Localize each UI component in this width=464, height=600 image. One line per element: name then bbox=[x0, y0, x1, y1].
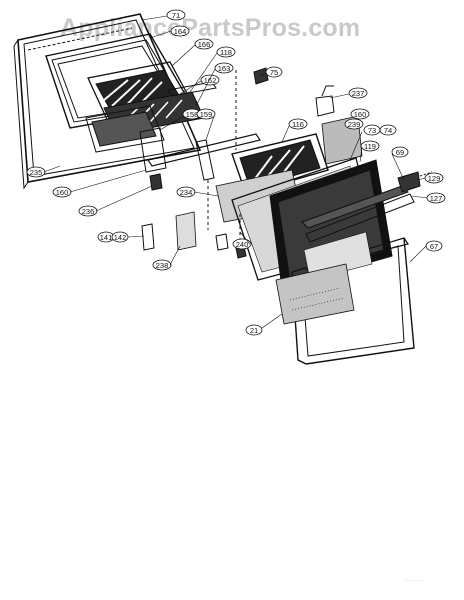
svg-text:160: 160 bbox=[354, 110, 367, 119]
callout-71: 71 bbox=[166, 9, 186, 21]
svg-text:119: 119 bbox=[364, 142, 376, 151]
svg-text:163: 163 bbox=[218, 64, 231, 73]
svg-text:118: 118 bbox=[220, 48, 232, 57]
svg-text:239: 239 bbox=[348, 120, 361, 129]
svg-text:235: 235 bbox=[30, 168, 43, 177]
svg-text:162: 162 bbox=[204, 76, 217, 85]
callout-142: 142 bbox=[111, 231, 129, 243]
svg-text:236: 236 bbox=[82, 207, 95, 216]
callout-67: 67 bbox=[425, 240, 443, 252]
callout-163: 163 bbox=[214, 62, 234, 74]
svg-text:238: 238 bbox=[156, 261, 169, 270]
svg-text:240: 240 bbox=[236, 240, 249, 249]
hinge-bracket bbox=[235, 67, 335, 150]
svg-text:142: 142 bbox=[114, 233, 127, 242]
callout-75: 75 bbox=[265, 66, 283, 78]
svg-text:160: 160 bbox=[56, 188, 69, 197]
callout-69: 69 bbox=[391, 146, 409, 158]
callout-21: 21 bbox=[245, 324, 263, 336]
callout-129: 129 bbox=[424, 172, 444, 184]
diagram-footnote: · · · · · · · · bbox=[404, 578, 423, 583]
callout-118: 118 bbox=[216, 46, 236, 58]
callout-238: 238 bbox=[152, 259, 172, 271]
svg-text:129: 129 bbox=[428, 174, 441, 183]
callout-141: 141 bbox=[97, 231, 115, 243]
callout-234: 234 bbox=[176, 186, 196, 198]
callout-73: 73 bbox=[363, 124, 381, 136]
callout-127: 127 bbox=[426, 192, 446, 204]
svg-text:141: 141 bbox=[100, 233, 113, 242]
svg-text:127: 127 bbox=[430, 194, 443, 203]
callout-166: 166 bbox=[194, 38, 214, 50]
svg-text:159: 159 bbox=[200, 110, 213, 119]
trim-strips bbox=[139, 81, 261, 181]
callout-235: 235 bbox=[26, 166, 46, 178]
leader-lines bbox=[43, 15, 428, 329]
callout-159: 159 bbox=[196, 108, 216, 120]
svg-text:75: 75 bbox=[270, 68, 278, 77]
callout-74: 74 bbox=[379, 124, 397, 136]
svg-text:71: 71 bbox=[172, 11, 180, 20]
watermark-text: AppliancePartsPros.com bbox=[60, 14, 361, 42]
svg-text:166: 166 bbox=[198, 40, 211, 49]
svg-text:164: 164 bbox=[174, 27, 187, 36]
callout-160-top: 160 bbox=[350, 108, 370, 120]
bottom-vent-panel bbox=[275, 231, 373, 325]
svg-text:73: 73 bbox=[368, 126, 376, 135]
svg-text:234: 234 bbox=[180, 188, 193, 197]
svg-text:237: 237 bbox=[352, 89, 365, 98]
door-trim-panel bbox=[85, 105, 165, 153]
callout-160-left: 160 bbox=[52, 186, 72, 198]
callout-162: 162 bbox=[200, 74, 220, 86]
callout-119: 119 bbox=[360, 140, 380, 152]
svg-text:67: 67 bbox=[430, 242, 438, 251]
callout-240: 240 bbox=[232, 238, 252, 250]
svg-text:116: 116 bbox=[292, 120, 304, 129]
door-handle-rail bbox=[301, 171, 433, 243]
callout-239: 239 bbox=[344, 118, 364, 130]
svg-text:74: 74 bbox=[384, 126, 392, 135]
callout-116: 116 bbox=[288, 118, 308, 130]
callout-237: 237 bbox=[348, 87, 368, 99]
callout-164: 164 bbox=[170, 25, 190, 37]
svg-text:158: 158 bbox=[186, 110, 199, 119]
svg-text:69: 69 bbox=[396, 148, 404, 157]
callout-236: 236 bbox=[78, 205, 98, 217]
outer-door-panel bbox=[13, 13, 202, 190]
svg-text:21: 21 bbox=[250, 326, 258, 335]
